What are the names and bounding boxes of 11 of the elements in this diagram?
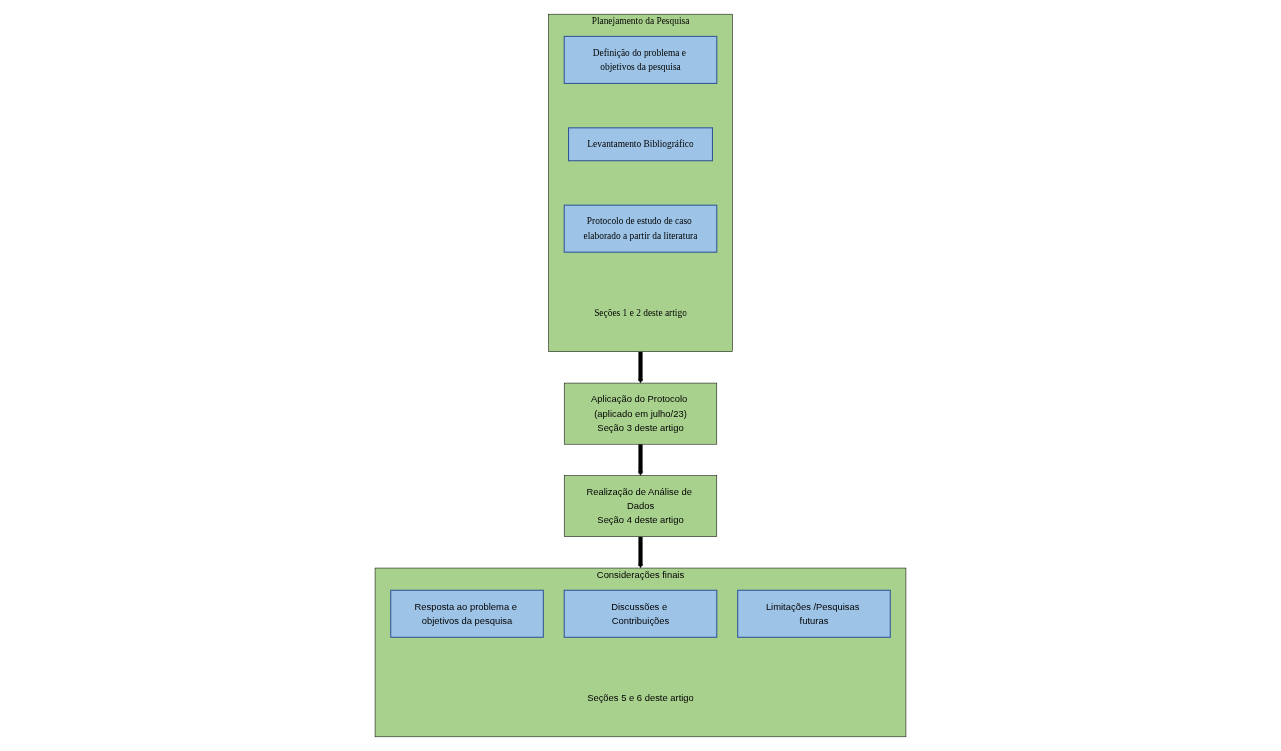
node-box: Realização de Análise de Dados Seção 4 deste artigo: [563, 475, 718, 537]
node-box: Discussões e Contribuições: [563, 589, 718, 638]
arrow: [638, 444, 643, 476]
node-box: Limitações /Pesquisas futuras: [737, 589, 891, 638]
node-box: Definição do problema e objetivos da pesquisa: [563, 35, 718, 84]
node-box: Aplicação do Protocolo (aplicado em julho/23) Seção 3 deste artigo: [563, 382, 718, 445]
node-box: Resposta ao problema e objetivos da pesquisa: [390, 589, 544, 638]
node-box: Levantamento Bibliográfico: [568, 127, 713, 162]
arrow: [638, 351, 643, 384]
node-box: Protocolo de estudo de caso elaborado a partir da literatura: [563, 204, 718, 253]
arrow: [638, 536, 643, 569]
